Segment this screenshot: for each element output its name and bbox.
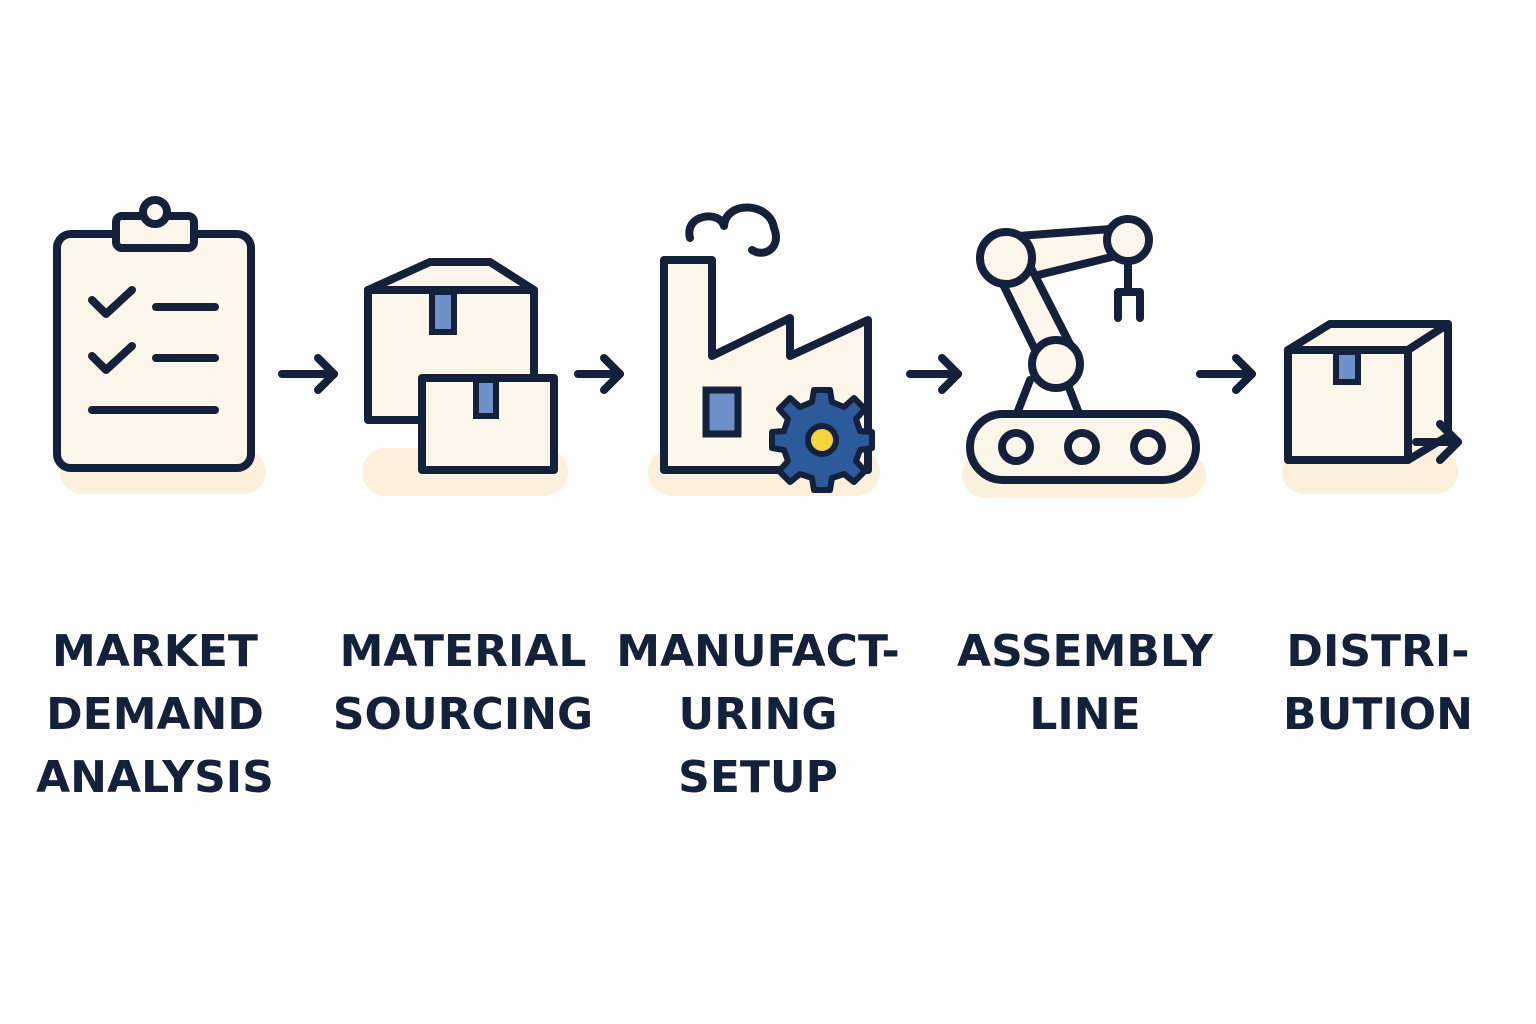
step-label-distribution: DISTRI- BUTION	[1283, 620, 1473, 746]
step-label-line: LINE	[1029, 689, 1141, 740]
clipboard-checklist-icon	[53, 196, 266, 494]
step-label-material-sourcing: MATERIAL SOURCING	[333, 620, 593, 746]
step-label-assembly-line: ASSEMBLY LINE	[957, 620, 1213, 746]
arrow-right-icon	[1196, 354, 1256, 394]
step-label-line: SETUP	[678, 752, 838, 803]
factory-gear-icon	[648, 203, 880, 496]
arrow-right-icon	[906, 354, 962, 394]
step-label-market-demand-analysis: MARKET DEMAND ANALYSIS	[36, 620, 274, 809]
robotic-arm-conveyor-icon	[962, 215, 1206, 498]
step-label-line: MANUFACT-	[616, 626, 900, 677]
step-label-manufacturing-setup: MANUFACT- URING SETUP	[616, 620, 900, 809]
step-label-line: SOURCING	[332, 689, 594, 740]
arrow-right-icon	[278, 354, 338, 394]
step-label-line: MARKET	[52, 626, 258, 677]
step-label-line: BUTION	[1283, 689, 1473, 740]
box-shipping-icon	[1282, 320, 1462, 494]
step-label-line: ANALYSIS	[36, 752, 274, 803]
step-label-line: DISTRI-	[1286, 626, 1470, 677]
boxes-icon	[362, 258, 568, 496]
step-label-line: URING	[678, 689, 838, 740]
arrow-right-icon	[574, 354, 624, 394]
step-label-line: DEMAND	[46, 689, 264, 740]
step-label-line: ASSEMBLY	[957, 626, 1213, 677]
step-label-line: MATERIAL	[339, 626, 587, 677]
